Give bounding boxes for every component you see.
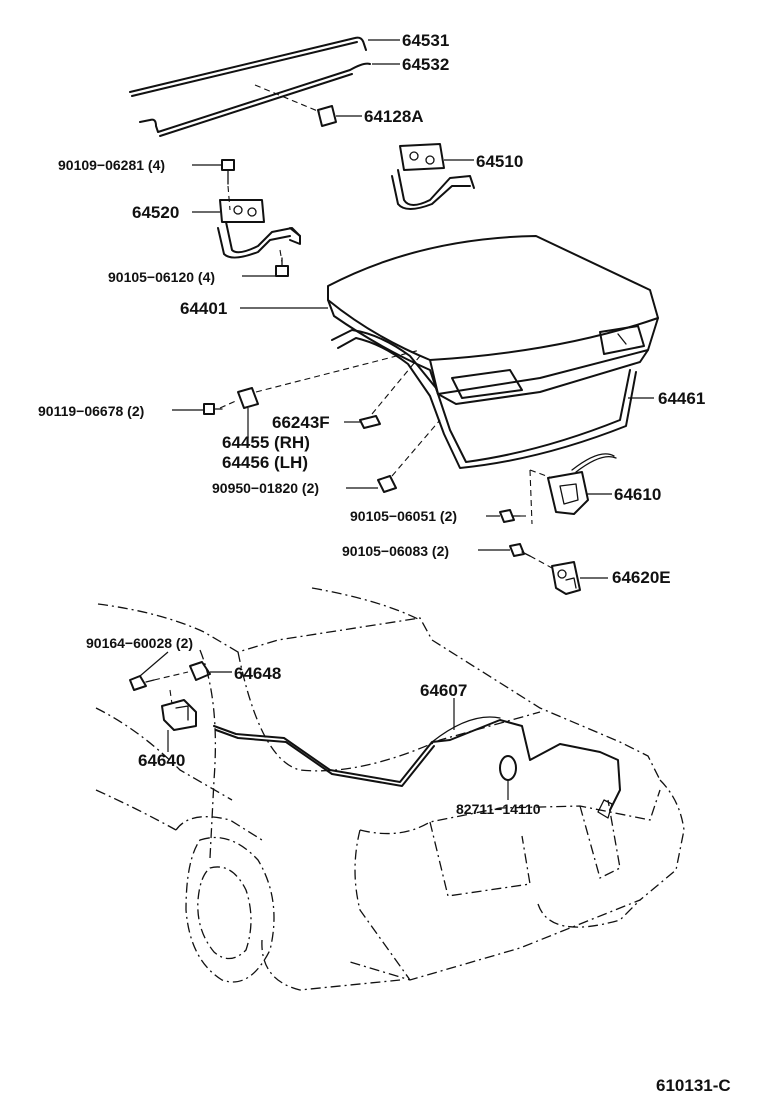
cushion-64455 [237, 387, 259, 409]
lock-64640 [161, 699, 197, 731]
label-64455: 64455 (RH) [222, 433, 310, 452]
opener-64648 [189, 661, 211, 681]
grommet-82711 [499, 755, 517, 781]
bolt-90119 [203, 403, 223, 415]
hinge-64510 [391, 143, 475, 210]
weatherstrip-64461 [331, 329, 637, 469]
grommet-90950 [377, 475, 397, 493]
label-64610: 64610 [614, 485, 661, 504]
label-64401: 64401 [180, 299, 227, 318]
diagram-code: 610131-C [656, 1076, 731, 1095]
bumper-66243F [359, 415, 381, 429]
label-64510: 64510 [476, 152, 523, 171]
bolt-90105-06051 [499, 509, 521, 523]
screw-90164 [129, 675, 155, 691]
torsion-bar-64532 [139, 62, 371, 137]
label-64620E: 64620E [612, 568, 671, 587]
clip-64128A [317, 105, 337, 127]
torsion-bar-64531 [129, 36, 367, 97]
cable-64607 [213, 716, 621, 819]
label-90950: 90950−01820 (2) [212, 480, 319, 496]
label-90105-06083: 90105−06083 (2) [342, 543, 449, 559]
label-64648: 64648 [234, 664, 281, 683]
label-66243F: 66243F [272, 413, 330, 432]
label-64532: 64532 [402, 55, 449, 74]
lock-64610 [547, 453, 617, 515]
car-body-outline [95, 587, 685, 991]
label-64520: 64520 [132, 203, 179, 222]
label-64640: 64640 [138, 751, 185, 770]
trunk-lid-64401 [327, 235, 659, 405]
bolt-90105-06120 [275, 257, 289, 277]
label-64607: 64607 [420, 681, 467, 700]
label-82711: 82711−14110 [456, 801, 541, 817]
label-90164: 90164−60028 (2) [86, 635, 193, 651]
label-90105-06051: 90105−06051 (2) [350, 508, 457, 524]
bolt-90105-06083 [509, 543, 531, 557]
label-64128A: 64128A [364, 107, 424, 126]
label-64461: 64461 [658, 389, 705, 408]
label-90109: 90109−06281 (4) [58, 157, 165, 173]
label-90119: 90119−06678 (2) [38, 403, 144, 419]
hinge-64520 [217, 199, 301, 259]
bolt-90109 [221, 159, 235, 185]
label-64531: 64531 [402, 31, 449, 50]
label-90105-06120: 90105−06120 (4) [108, 269, 215, 285]
striker-64620E [551, 561, 581, 595]
label-64456: 64456 (LH) [222, 453, 308, 472]
